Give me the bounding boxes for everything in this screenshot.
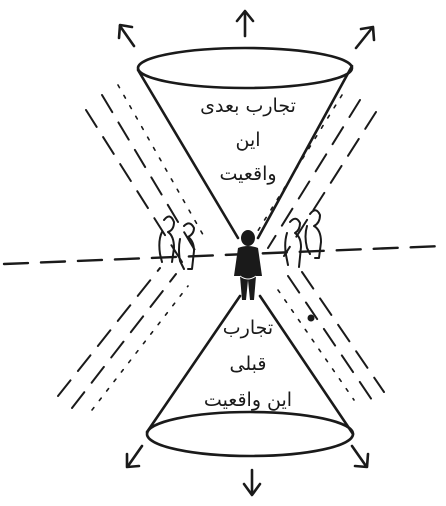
upper-cone-label-line-2: این xyxy=(235,129,260,151)
up-right-arrow-icon xyxy=(354,25,376,50)
left-dashed-diagonals xyxy=(57,84,207,411)
event-dot xyxy=(307,314,315,322)
down-right-arrow-icon xyxy=(350,444,370,469)
upper-cone-label: تجارب بعدی این واقعیت xyxy=(200,95,296,185)
right-side-figures xyxy=(284,209,322,268)
lower-cone-label-line-3: این واقعیت xyxy=(204,389,292,411)
lower-cone-label: تجارب قبلی این واقعیت xyxy=(204,317,292,411)
right-dashed-diagonals xyxy=(245,94,385,401)
present-plane-dashed-line xyxy=(2,244,444,266)
upper-cone-label-line-1: تجارب بعدی xyxy=(200,95,296,117)
down-arrow-icon xyxy=(242,468,262,497)
central-person-figure xyxy=(234,230,262,300)
down-left-arrow-icon xyxy=(125,444,144,469)
up-arrow-icon xyxy=(235,9,255,38)
upper-cone xyxy=(136,46,354,240)
lower-cone xyxy=(145,294,355,458)
lower-cone-label-line-1: تجارب xyxy=(223,317,273,339)
upper-cone-label-line-3: واقعیت xyxy=(219,163,276,185)
left-side-figures xyxy=(158,215,195,270)
lower-cone-label-line-2: قبلی xyxy=(230,353,267,375)
up-left-arrow-icon xyxy=(117,23,136,48)
